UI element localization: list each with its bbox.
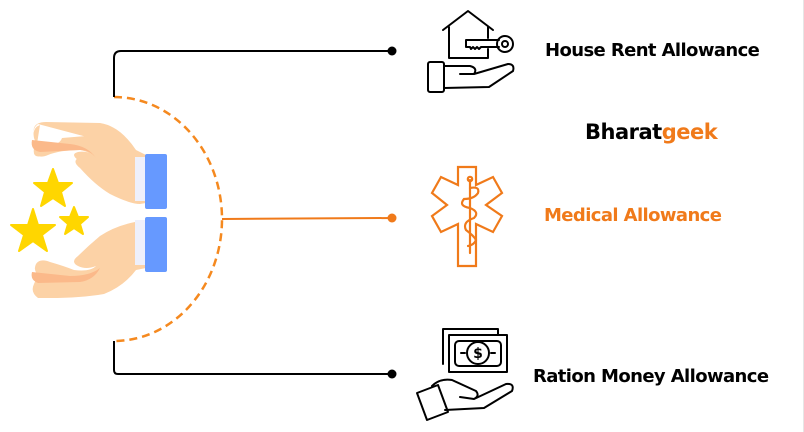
ration-money-allowance-label: Ration Money Allowance	[533, 366, 769, 387]
hands-with-stars-icon	[10, 122, 167, 298]
connector-top-dot	[387, 46, 397, 56]
brand-logo: Bharatgeek	[585, 120, 718, 144]
connector-middle-dot	[387, 213, 397, 223]
svg-text:$: $	[473, 346, 483, 362]
brand-part2: geek	[661, 120, 718, 144]
connector-bottom-dot	[387, 369, 397, 379]
medical-allowance-label: Medical Allowance	[544, 205, 722, 226]
connector-bottom	[113, 341, 392, 375]
house-key-hand-icon	[427, 10, 515, 93]
brand-part1: Bharat	[585, 120, 662, 144]
money-hand-icon: $	[416, 328, 514, 421]
connector-middle	[221, 217, 393, 220]
connector-top	[113, 50, 392, 97]
medical-star-of-life-icon	[430, 165, 504, 268]
house-rent-allowance-label: House Rent Allowance	[545, 40, 760, 61]
dashed-arc	[113, 95, 224, 343]
